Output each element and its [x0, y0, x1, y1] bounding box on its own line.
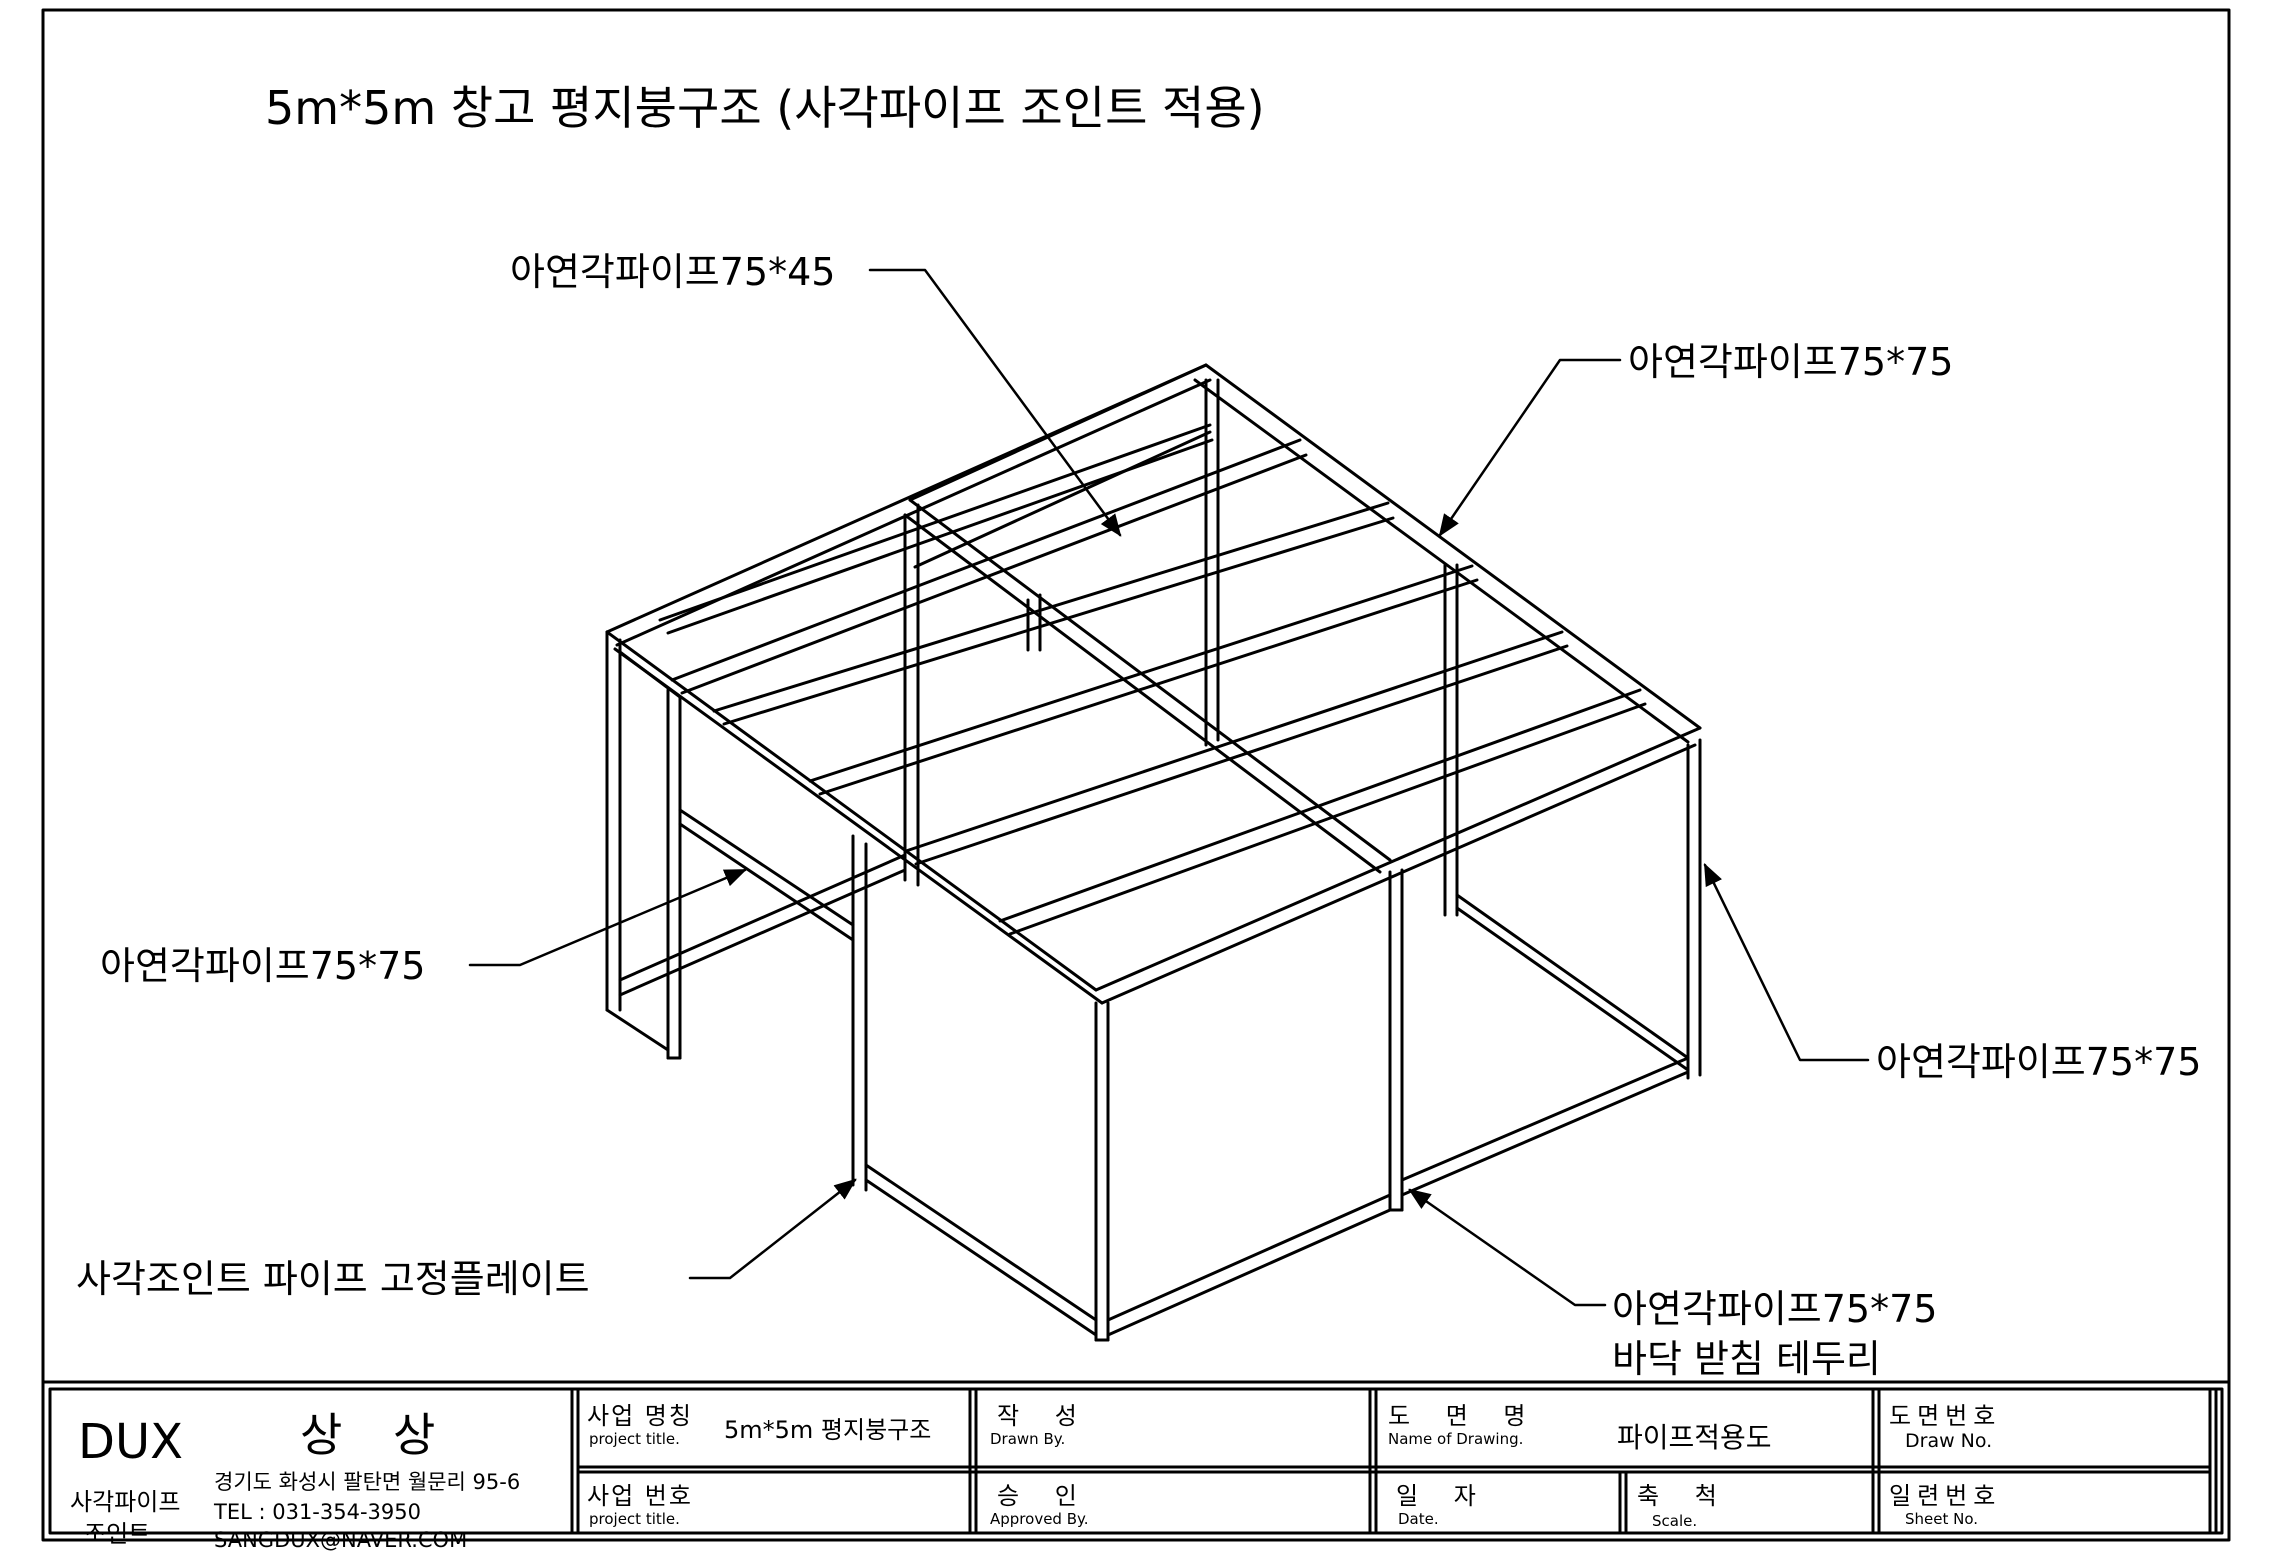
drawing-title: 5m*5m 창고 평지붕구조 (사각파이프 조인트 적용): [265, 81, 1265, 135]
company-address: 경기도 화성시 팔탄면 월문리 95-6: [214, 1470, 521, 1494]
date-label-en: Date.: [1398, 1510, 1439, 1528]
draw-no-label-en: Draw No.: [1905, 1430, 1993, 1452]
sheet-no-label-en: Sheet No.: [1905, 1510, 1979, 1528]
company-tel: TEL : 031-354-3950: [214, 1500, 421, 1524]
scale-label-en: Scale.: [1652, 1512, 1698, 1530]
drawing-name-label: 도 면 명: [1388, 1402, 1540, 1430]
drawn-by-label: 작 성: [997, 1402, 1091, 1430]
callout-base-frame-line2: 바닥 받침 테두리: [1612, 1337, 1881, 1381]
title-block-frame: [41, 1380, 2231, 1535]
leader-roof-beam: [868, 268, 1122, 537]
sheet-no-label: 일련번호: [1889, 1482, 2002, 1510]
company-product-line2: 조인트: [84, 1520, 151, 1548]
approved-by-label-en: Approved By.: [990, 1510, 1089, 1528]
callout-left-side: 아연각파이프75*75: [100, 944, 426, 988]
project-name-value: 5m*5m 평지붕구조: [724, 1416, 932, 1444]
leader-top-edge: [1438, 358, 1622, 537]
drawing-name-label-en: Name of Drawing.: [1388, 1430, 1524, 1448]
project-no-label: 사업 번호: [587, 1482, 693, 1510]
callout-top-edge: 아연각파이프75*75: [1628, 340, 1954, 384]
company-name: 상 상: [300, 1408, 454, 1462]
drawn-by-label-en: Drawn By.: [990, 1430, 1066, 1448]
draw-no-label: 도면번호: [1889, 1402, 2002, 1430]
project-name-label: 사업 명칭: [587, 1402, 693, 1430]
approved-by-label: 승 인: [997, 1482, 1091, 1510]
leader-left-side: [468, 868, 748, 967]
leader-right-post: [1703, 862, 1870, 1062]
callout-leaders: [468, 268, 1870, 1307]
callout-joint-plate: 사각조인트 파이프 고정플레이트: [76, 1257, 590, 1301]
sheet-border: [41, 8, 2231, 1542]
callout-right-post: 아연각파이프75*75: [1876, 1040, 2202, 1084]
company-brand: DUX: [78, 1414, 183, 1470]
company-email: SANGDUX@NAVER.COM: [214, 1528, 468, 1552]
scale-label: 축 척: [1637, 1482, 1731, 1510]
leader-base-frame: [1408, 1188, 1607, 1307]
callout-base-frame-line1: 아연각파이프75*75: [1612, 1287, 1938, 1331]
date-label: 일 자: [1396, 1482, 1490, 1510]
leader-joint-plate: [688, 1178, 857, 1280]
steel-frame: [605, 363, 1702, 1342]
project-no-label-en: project title.: [589, 1510, 680, 1528]
callout-roof-beam: 아연각파이프75*45: [510, 250, 836, 294]
company-product-line1: 사각파이프: [70, 1488, 181, 1516]
drawing-name-value: 파이프적용도: [1617, 1421, 1772, 1454]
project-name-label-en: project title.: [589, 1430, 680, 1448]
